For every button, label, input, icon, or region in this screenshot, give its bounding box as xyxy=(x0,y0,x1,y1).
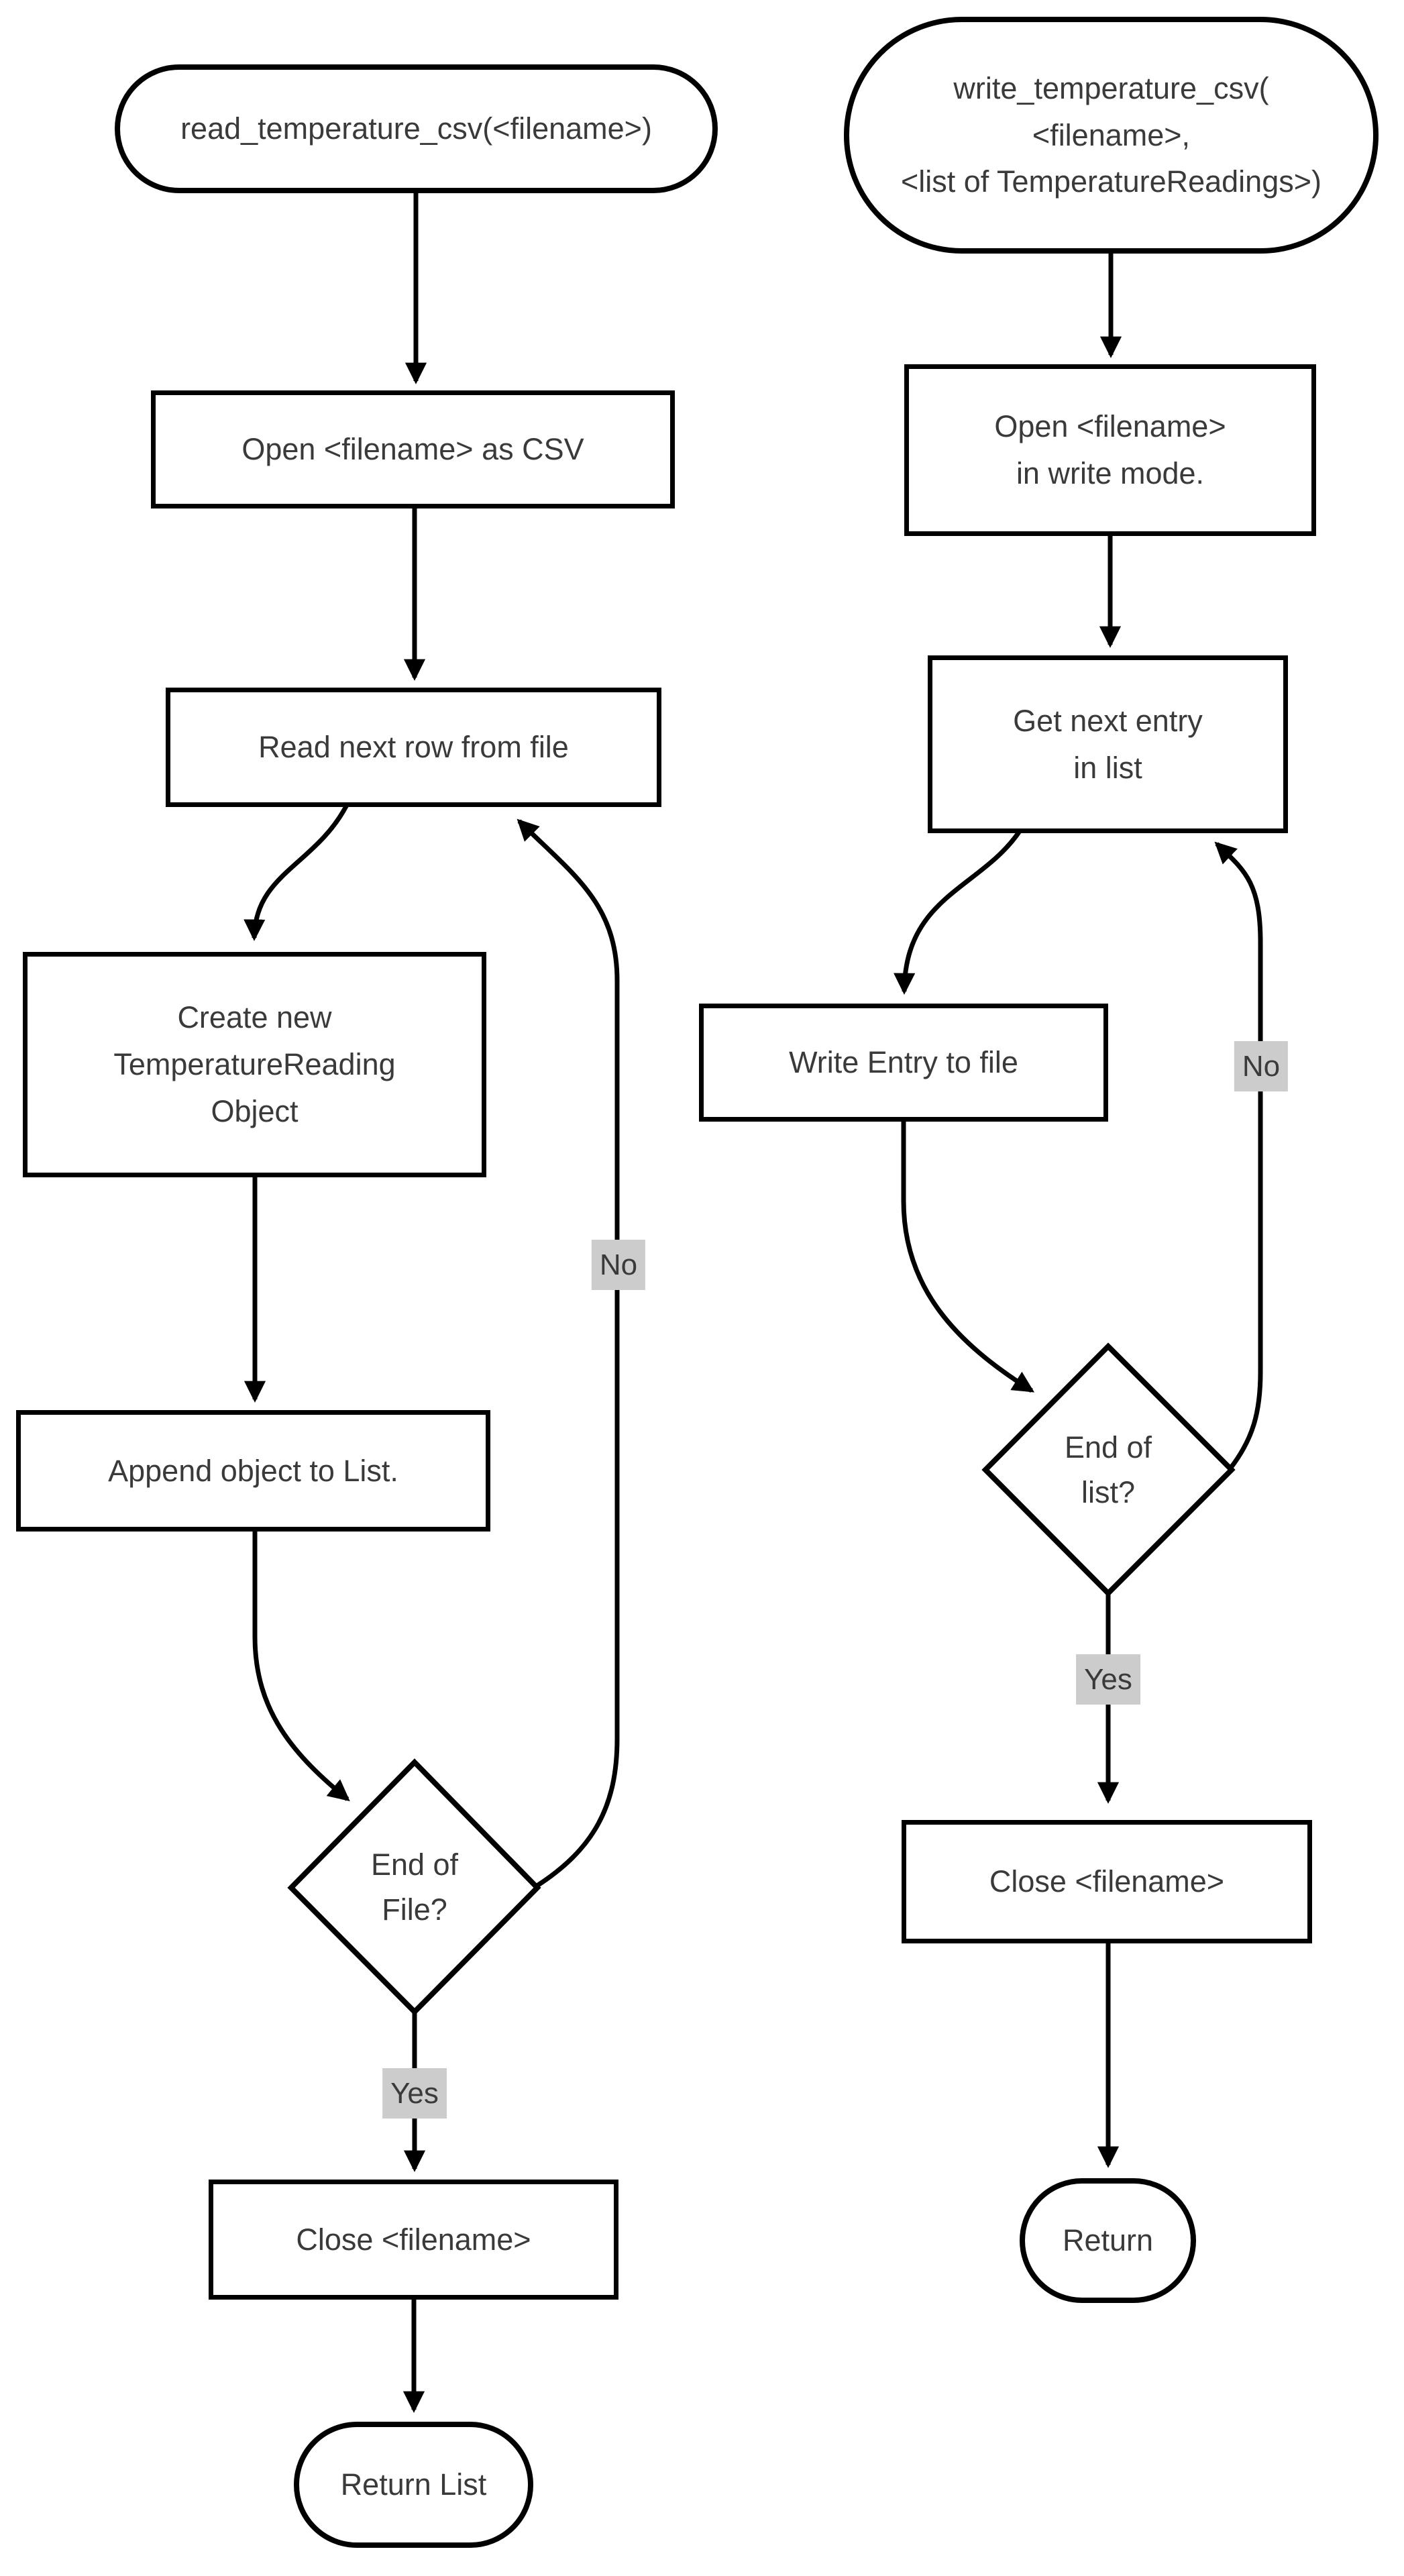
read-start-terminator: read_temperature_csv(<filename>) xyxy=(115,64,718,193)
read-open-file-process: Open <filename> as CSV xyxy=(151,390,675,508)
write-yes-label: Yes xyxy=(1076,1654,1140,1705)
read-close-file-process: Close <filename> xyxy=(209,2180,618,2300)
read-no-label: No xyxy=(591,1240,646,1290)
edge-eof-no-to-readrow xyxy=(517,818,620,1888)
end-of-list-decision-label: End of list? xyxy=(1064,1430,1152,1510)
end-of-file-decision-label: End of File? xyxy=(370,1847,459,1927)
write-entry-process: Write Entry to file xyxy=(699,1004,1108,1122)
edge-getentry-to-write xyxy=(894,830,1022,995)
write-close-file-process: Close <filename> xyxy=(902,1820,1312,1943)
edge-append-to-eof xyxy=(252,1529,350,1802)
write-start-terminator: write_temperature_csv( <filename>, <list… xyxy=(844,17,1379,254)
read-yes-label: Yes xyxy=(382,2068,447,2118)
create-object-process: Create new TemperatureReading Object xyxy=(23,952,486,1177)
edge-eol-no-to-getentry xyxy=(1214,841,1263,1470)
write-no-label: No xyxy=(1234,1041,1289,1091)
get-next-entry-process: Get next entry in list xyxy=(928,655,1288,833)
append-object-process: Append object to List. xyxy=(16,1410,490,1532)
read-next-row-process: Read next row from file xyxy=(166,688,661,807)
edge-write-to-eol xyxy=(901,1120,1035,1393)
return-list-terminator: Return List xyxy=(294,2422,533,2548)
edge-readrow-to-create xyxy=(244,804,349,941)
write-open-file-process: Open <filename> in write mode. xyxy=(904,364,1316,536)
return-terminator: Return xyxy=(1020,2178,1196,2303)
